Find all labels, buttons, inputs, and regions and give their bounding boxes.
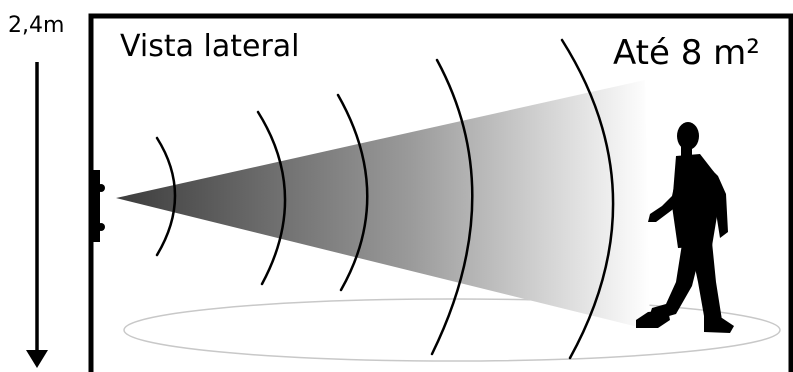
view-label: Vista lateral xyxy=(120,29,300,64)
height-arrow xyxy=(26,62,48,368)
signal-waves xyxy=(155,38,615,360)
walking-person-icon xyxy=(636,122,734,333)
floor-detection-ellipse xyxy=(123,298,781,362)
room-frame xyxy=(88,13,793,372)
wave-arc-5 xyxy=(560,38,615,360)
height-label: 2,4m xyxy=(8,13,64,38)
wave-arc-3 xyxy=(336,93,369,292)
wave-arc-2 xyxy=(256,110,287,286)
wave-arc-4 xyxy=(430,58,474,356)
range-label: Até 8 m² xyxy=(613,33,760,73)
motion-sensor-icon xyxy=(93,170,105,242)
arrow-down-icon xyxy=(26,350,48,368)
detection-beam xyxy=(116,80,650,330)
wave-arc-1 xyxy=(155,136,177,257)
